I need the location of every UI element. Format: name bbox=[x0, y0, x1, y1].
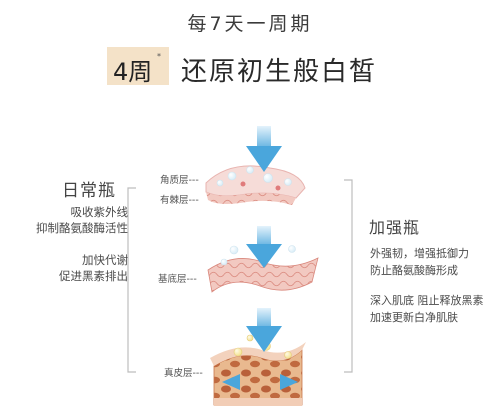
daily-desc-1-line-1: 吸收紫外线 bbox=[70, 205, 129, 219]
arrow-down-2 bbox=[246, 226, 282, 268]
arrow-down-3 bbox=[246, 308, 282, 352]
arrow-down-1 bbox=[246, 126, 282, 172]
daily-desc-2-line-2: 促进黑素排出 bbox=[59, 269, 128, 283]
right-bracket bbox=[344, 179, 353, 373]
left-bracket bbox=[127, 187, 136, 373]
boost-desc-1-line-1: 外强韧，增强抵御力 bbox=[370, 247, 469, 260]
boost-bottle-desc-2: 深入肌底 阻止释放黑素 加速更新白净肌肤 bbox=[370, 292, 484, 326]
badge-footnote-star: * bbox=[157, 52, 161, 61]
layer-label-spinous: 有棘层--- bbox=[160, 195, 199, 206]
daily-desc-1-line-2: 抑制酪氨酸酶活性 bbox=[36, 221, 128, 235]
top-skin-slab bbox=[205, 165, 306, 205]
daily-desc-2-line-1: 加快代谢 bbox=[82, 253, 128, 267]
badge-number: 4周 bbox=[113, 58, 153, 86]
daily-bottle-desc-1: 吸收紫外线 抑制酪氨酸酶活性 bbox=[0, 204, 128, 236]
layer-label-stratum-corneum: 角质层--- bbox=[160, 175, 199, 186]
boost-desc-1-line-2: 防止酪氨酸酶形成 bbox=[370, 264, 458, 277]
boost-bottle-title: 加强瓶 bbox=[369, 218, 421, 237]
week-badge bbox=[107, 47, 169, 85]
layer-label-dermis: 真皮层--- bbox=[164, 368, 203, 379]
boost-bottle-desc-1: 外强韧，增强抵御力 防止酪氨酸酶形成 bbox=[370, 245, 469, 279]
boost-desc-2-line-2: 加速更新白净肌肤 bbox=[370, 311, 458, 324]
daily-bottle-title: 日常瓶 bbox=[62, 181, 116, 201]
daily-bottle-desc-2: 加快代谢 促进黑素排出 bbox=[0, 252, 128, 284]
layer-label-basal: 基底层--- bbox=[158, 274, 197, 285]
dermis-block bbox=[210, 334, 306, 406]
headline: 还原初生般白皙 bbox=[181, 57, 378, 87]
subtitle: 每7天一周期 bbox=[187, 13, 313, 35]
basal-layer-sheet bbox=[207, 245, 319, 293]
boost-desc-2-line-1: 深入肌底 阻止释放黑素 bbox=[370, 294, 484, 307]
